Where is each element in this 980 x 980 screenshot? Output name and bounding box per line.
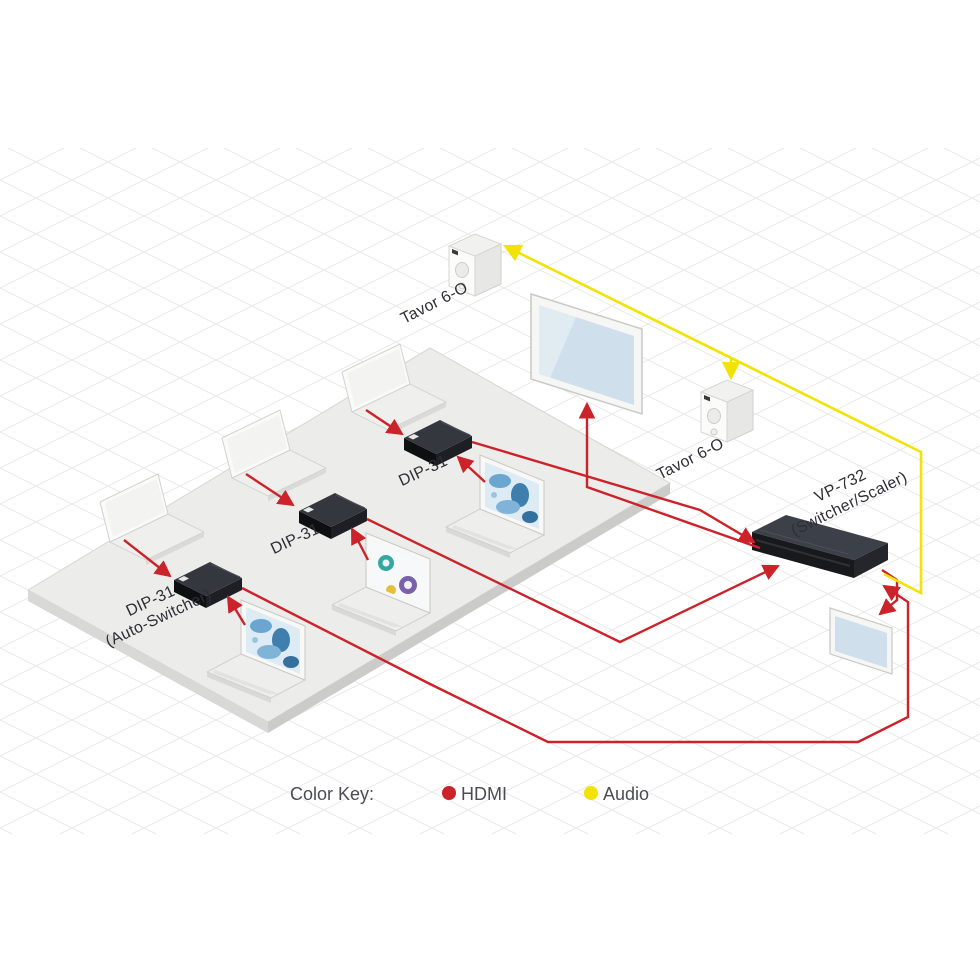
hdmi-dip2-to-vp732 bbox=[366, 517, 780, 644]
vp-732-box bbox=[752, 515, 888, 578]
legend-audio-dot bbox=[584, 786, 598, 800]
legend-audio-label: Audio bbox=[603, 784, 649, 804]
wall-display bbox=[530, 292, 643, 416]
table-surface bbox=[26, 347, 671, 733]
audio-cables bbox=[502, 244, 923, 596]
hdmi-frontlaptop2-to-dip2 bbox=[350, 527, 370, 561]
legend-hdmi-dot bbox=[442, 786, 456, 800]
hdmi-cables bbox=[123, 401, 910, 744]
hdmi-laptop3-to-dip3 bbox=[123, 539, 172, 578]
legend-title: Color Key: bbox=[290, 784, 374, 804]
audio-vp732-to-speaker-top bbox=[502, 244, 923, 596]
legend-hdmi-label: HDMI bbox=[461, 784, 507, 804]
hdmi-laptop2-to-dip2 bbox=[245, 472, 295, 507]
hdmi-frontlaptop3-to-dip3 bbox=[226, 595, 247, 626]
hdmi-dip1-to-vp732 bbox=[471, 440, 756, 544]
speaker-mid bbox=[700, 379, 754, 443]
hdmi-frontlaptop1-to-dip1 bbox=[456, 455, 486, 483]
hdmi-vp732-to-small-display bbox=[878, 569, 899, 616]
small-display bbox=[829, 607, 893, 675]
hdmi-dip3-to-vp732 bbox=[241, 584, 910, 744]
hdmi-vp732-to-wall-display bbox=[578, 401, 761, 550]
hdmi-laptop1-to-dip1 bbox=[365, 409, 404, 436]
color-key-legend: Color Key: HDMI Audio bbox=[290, 784, 649, 804]
